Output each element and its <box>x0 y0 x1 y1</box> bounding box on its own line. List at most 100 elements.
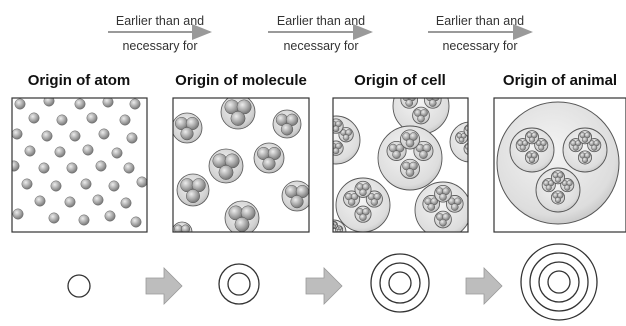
molecule-atom <box>231 111 245 125</box>
stage-title-atom: Origin of atom <box>28 72 131 89</box>
relation-2-line2: necessary for <box>283 39 358 53</box>
molecule-atom <box>406 168 414 176</box>
molecule-atom <box>181 127 194 140</box>
atom-sphere <box>22 179 32 189</box>
molecule-bubble <box>319 128 333 142</box>
molecule-atom <box>263 157 276 170</box>
molecule-atom <box>573 145 579 151</box>
cell-clusters <box>312 78 490 244</box>
atom-sphere <box>39 163 49 173</box>
atom-sphere <box>99 129 109 139</box>
molecule-atom <box>235 217 249 231</box>
stage-title-molecule: Origin of molecule <box>175 72 307 89</box>
atom-sphere <box>67 163 77 173</box>
relation-2: Earlier than and necessary for <box>268 14 371 53</box>
molecule-atom <box>325 130 331 136</box>
molecule-bubble <box>325 226 332 233</box>
molecule-atom <box>439 219 446 226</box>
relation-1: Earlier than and necessary for <box>108 14 210 53</box>
molecule-atom <box>417 115 424 122</box>
ring <box>389 272 411 294</box>
relation-1-line2: necessary for <box>122 39 197 53</box>
molecule-atom <box>564 185 570 191</box>
ring <box>380 263 420 303</box>
atom-sphere <box>112 148 122 158</box>
molecule-atom <box>451 204 458 211</box>
block-arrow-2 <box>306 268 342 304</box>
molecule-atom <box>555 177 561 183</box>
molecule-atom <box>538 145 544 151</box>
atom-sphere <box>13 209 23 219</box>
ring-symbol-4 <box>521 244 597 320</box>
molecule-atom <box>333 148 339 154</box>
atom-sphere <box>127 133 137 143</box>
molecule-clusters <box>172 95 312 242</box>
atom-sphere <box>81 179 91 189</box>
ring <box>548 271 570 293</box>
atom-sphere <box>83 145 93 155</box>
atom-sphere <box>9 161 19 171</box>
relation-3-line1: Earlier than and <box>436 14 524 28</box>
ring-symbol-3 <box>371 254 429 312</box>
molecule-atom <box>428 204 435 211</box>
molecule-atom <box>546 185 552 191</box>
relation-3: Earlier than and necessary for <box>428 14 531 53</box>
molecule-atom <box>478 133 483 138</box>
molecule-atom <box>582 137 588 143</box>
molecule-atom <box>331 233 334 236</box>
molecule-bubble <box>330 232 337 239</box>
molecule-atom <box>327 229 330 232</box>
molecule-atom <box>582 157 588 163</box>
ring-symbol-2 <box>219 264 259 304</box>
ring <box>539 262 579 302</box>
molecule-atom <box>219 165 233 179</box>
panel-molecule <box>172 95 312 242</box>
molecule-atom <box>320 130 326 136</box>
atom-sphere <box>121 198 131 208</box>
relation-3-line2: necessary for <box>442 39 517 53</box>
molecule-atom <box>591 145 597 151</box>
molecule-atom <box>439 193 446 200</box>
molecule-atom <box>281 123 293 135</box>
atom-sphere <box>57 115 67 125</box>
molecule-atom <box>186 189 199 202</box>
atom-sphere <box>44 96 54 106</box>
atom-sphere <box>29 113 39 123</box>
molecule-atom <box>360 214 367 221</box>
molecule-atom <box>333 126 339 132</box>
relation-2-line1: Earlier than and <box>277 14 365 28</box>
atom-sphere <box>75 99 85 109</box>
block-arrow-3 <box>466 268 502 304</box>
molecule-atom <box>323 134 329 140</box>
atom-spheres <box>9 96 147 227</box>
molecule-atom <box>332 236 335 239</box>
molecule-atom <box>326 227 329 230</box>
molecule-atom <box>343 134 349 140</box>
relation-1-line1: Earlier than and <box>116 14 204 28</box>
molecule-atom <box>470 126 475 131</box>
molecule-atom <box>476 137 481 142</box>
panel-cell <box>312 78 490 244</box>
molecule-atom <box>429 100 436 107</box>
atom-sphere <box>55 147 65 157</box>
atom-sphere <box>131 217 141 227</box>
atom-sphere <box>130 99 140 109</box>
atom-sphere <box>137 177 147 187</box>
atom-sphere <box>35 196 45 206</box>
molecule-atom <box>360 189 367 196</box>
atom-sphere <box>70 131 80 141</box>
ring <box>228 273 250 295</box>
atom-sphere <box>93 195 103 205</box>
atom-sphere <box>25 146 35 156</box>
animal-cluster <box>497 102 619 224</box>
panel-animal <box>494 98 626 232</box>
block-arrow-1 <box>146 268 182 304</box>
atom-sphere <box>79 215 89 225</box>
molecule-atom <box>291 195 304 208</box>
atom-sphere <box>15 99 25 109</box>
atom-sphere <box>87 113 97 123</box>
molecule-atom <box>417 89 424 96</box>
ring <box>219 264 259 304</box>
stage-title-animal: Origin of animal <box>503 72 617 89</box>
